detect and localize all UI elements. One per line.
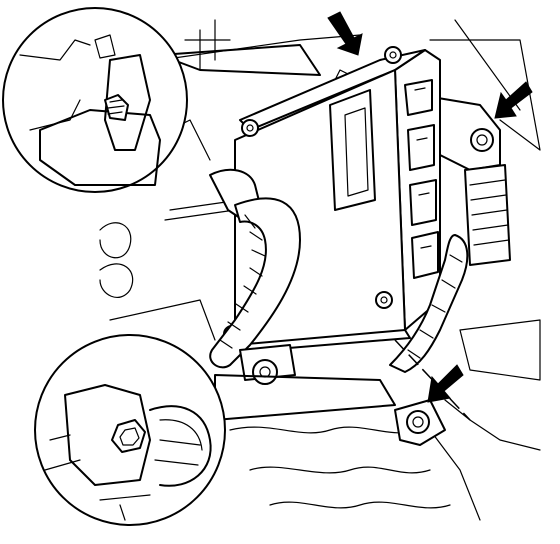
background-engine-bay — [99, 19, 541, 521]
arrow-lower-right — [427, 364, 464, 403]
bolt-hex-zoom — [111, 419, 146, 453]
reference-line — [394, 339, 471, 421]
arrow-right — [494, 81, 533, 119]
lower-mount — [239, 344, 296, 385]
wiring-harness — [209, 168, 469, 373]
arrow-top — [327, 11, 363, 56]
module-connectors — [404, 79, 439, 279]
callout-lower-left — [34, 334, 396, 526]
module-bolt-bottom-right — [375, 291, 393, 309]
control-module — [223, 46, 441, 353]
bracket-bolt-upper-right — [470, 128, 494, 152]
callout-upper-left — [2, 7, 321, 193]
module-bolt-top-left — [241, 119, 259, 137]
lower-right-bolt-area — [394, 399, 446, 446]
bolt-lower-right — [406, 410, 430, 434]
harness-connector — [464, 164, 511, 266]
module-bolt-top-right — [384, 46, 402, 64]
